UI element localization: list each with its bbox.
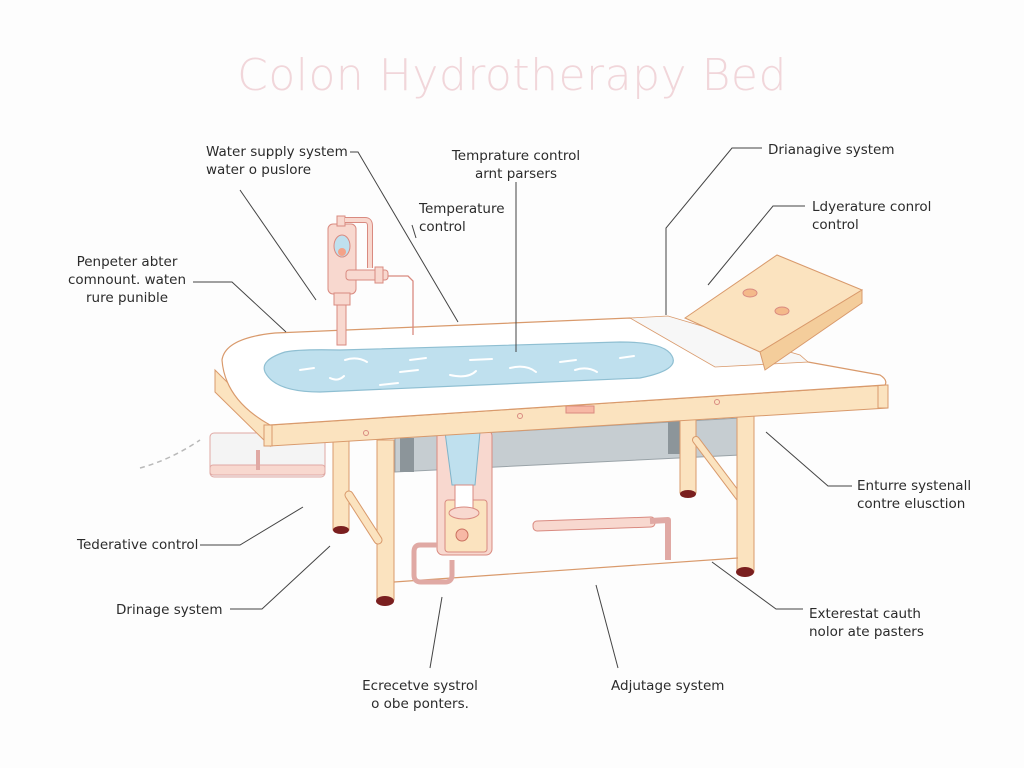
label-ldyerature: Ldyerature conrol control [812, 198, 931, 234]
label-line: o obe ponters. [371, 696, 469, 712]
label-line: comnount. waten [67, 272, 187, 288]
label-line: Tederative control [77, 537, 199, 553]
diagram-title: Colon Hydrotherapy Bed [237, 50, 787, 101]
leader-lines [193, 147, 852, 669]
label-adjutage: Adjutage system [611, 677, 724, 695]
label-line: Exterestat cauth [809, 606, 921, 622]
label-line: Temprature control [451, 148, 581, 164]
label-line: Temperature [419, 201, 505, 217]
front-legs [344, 411, 755, 606]
label-line: Adjutage system [611, 678, 725, 694]
label-drainagive: Drianagive system [768, 141, 895, 159]
label-temp-control: Temperature control [419, 200, 505, 236]
label-water-supply: Water supply system water o puslore [206, 143, 348, 179]
water-supply-device [327, 215, 414, 346]
label-line: Drianagive system [768, 142, 895, 158]
label-line: water o puslore [206, 162, 312, 178]
label-ecrecetve: Ecrecetve systrol o obe ponters. [355, 677, 485, 713]
label-line: Penpeter abter [76, 254, 178, 270]
label-enturre: Enturre systenall contre elusction [857, 477, 971, 513]
label-line: arnt parsers [474, 166, 558, 182]
label-line: Water supply system [206, 144, 348, 160]
label-temp-control-parsers: Temprature control arnt parsers [446, 147, 586, 183]
label-penpeter: Penpeter abter comnount. waten rure puni… [62, 253, 192, 307]
water-basin [263, 341, 674, 393]
label-line: control [419, 219, 466, 235]
label-exterestat: Exterestat cauth nolor ate pasters [809, 605, 924, 641]
label-line: Ldyerature conrol [812, 199, 932, 215]
label-line: control [812, 217, 859, 233]
adjustment-handle [532, 516, 671, 560]
label-line: rure punible [85, 290, 168, 306]
label-line: Drinage system [116, 602, 223, 618]
label-line: Enturre systenall [857, 478, 972, 494]
label-line: Ecrecetve systrol [362, 678, 478, 694]
label-line: nolor ate pasters [809, 624, 924, 640]
headrest [683, 254, 864, 371]
label-tederative: Tederative control [77, 536, 198, 554]
label-line: contre elusction [857, 496, 966, 512]
drain-assembly [411, 429, 493, 585]
label-drinage: Drinage system [116, 601, 223, 619]
